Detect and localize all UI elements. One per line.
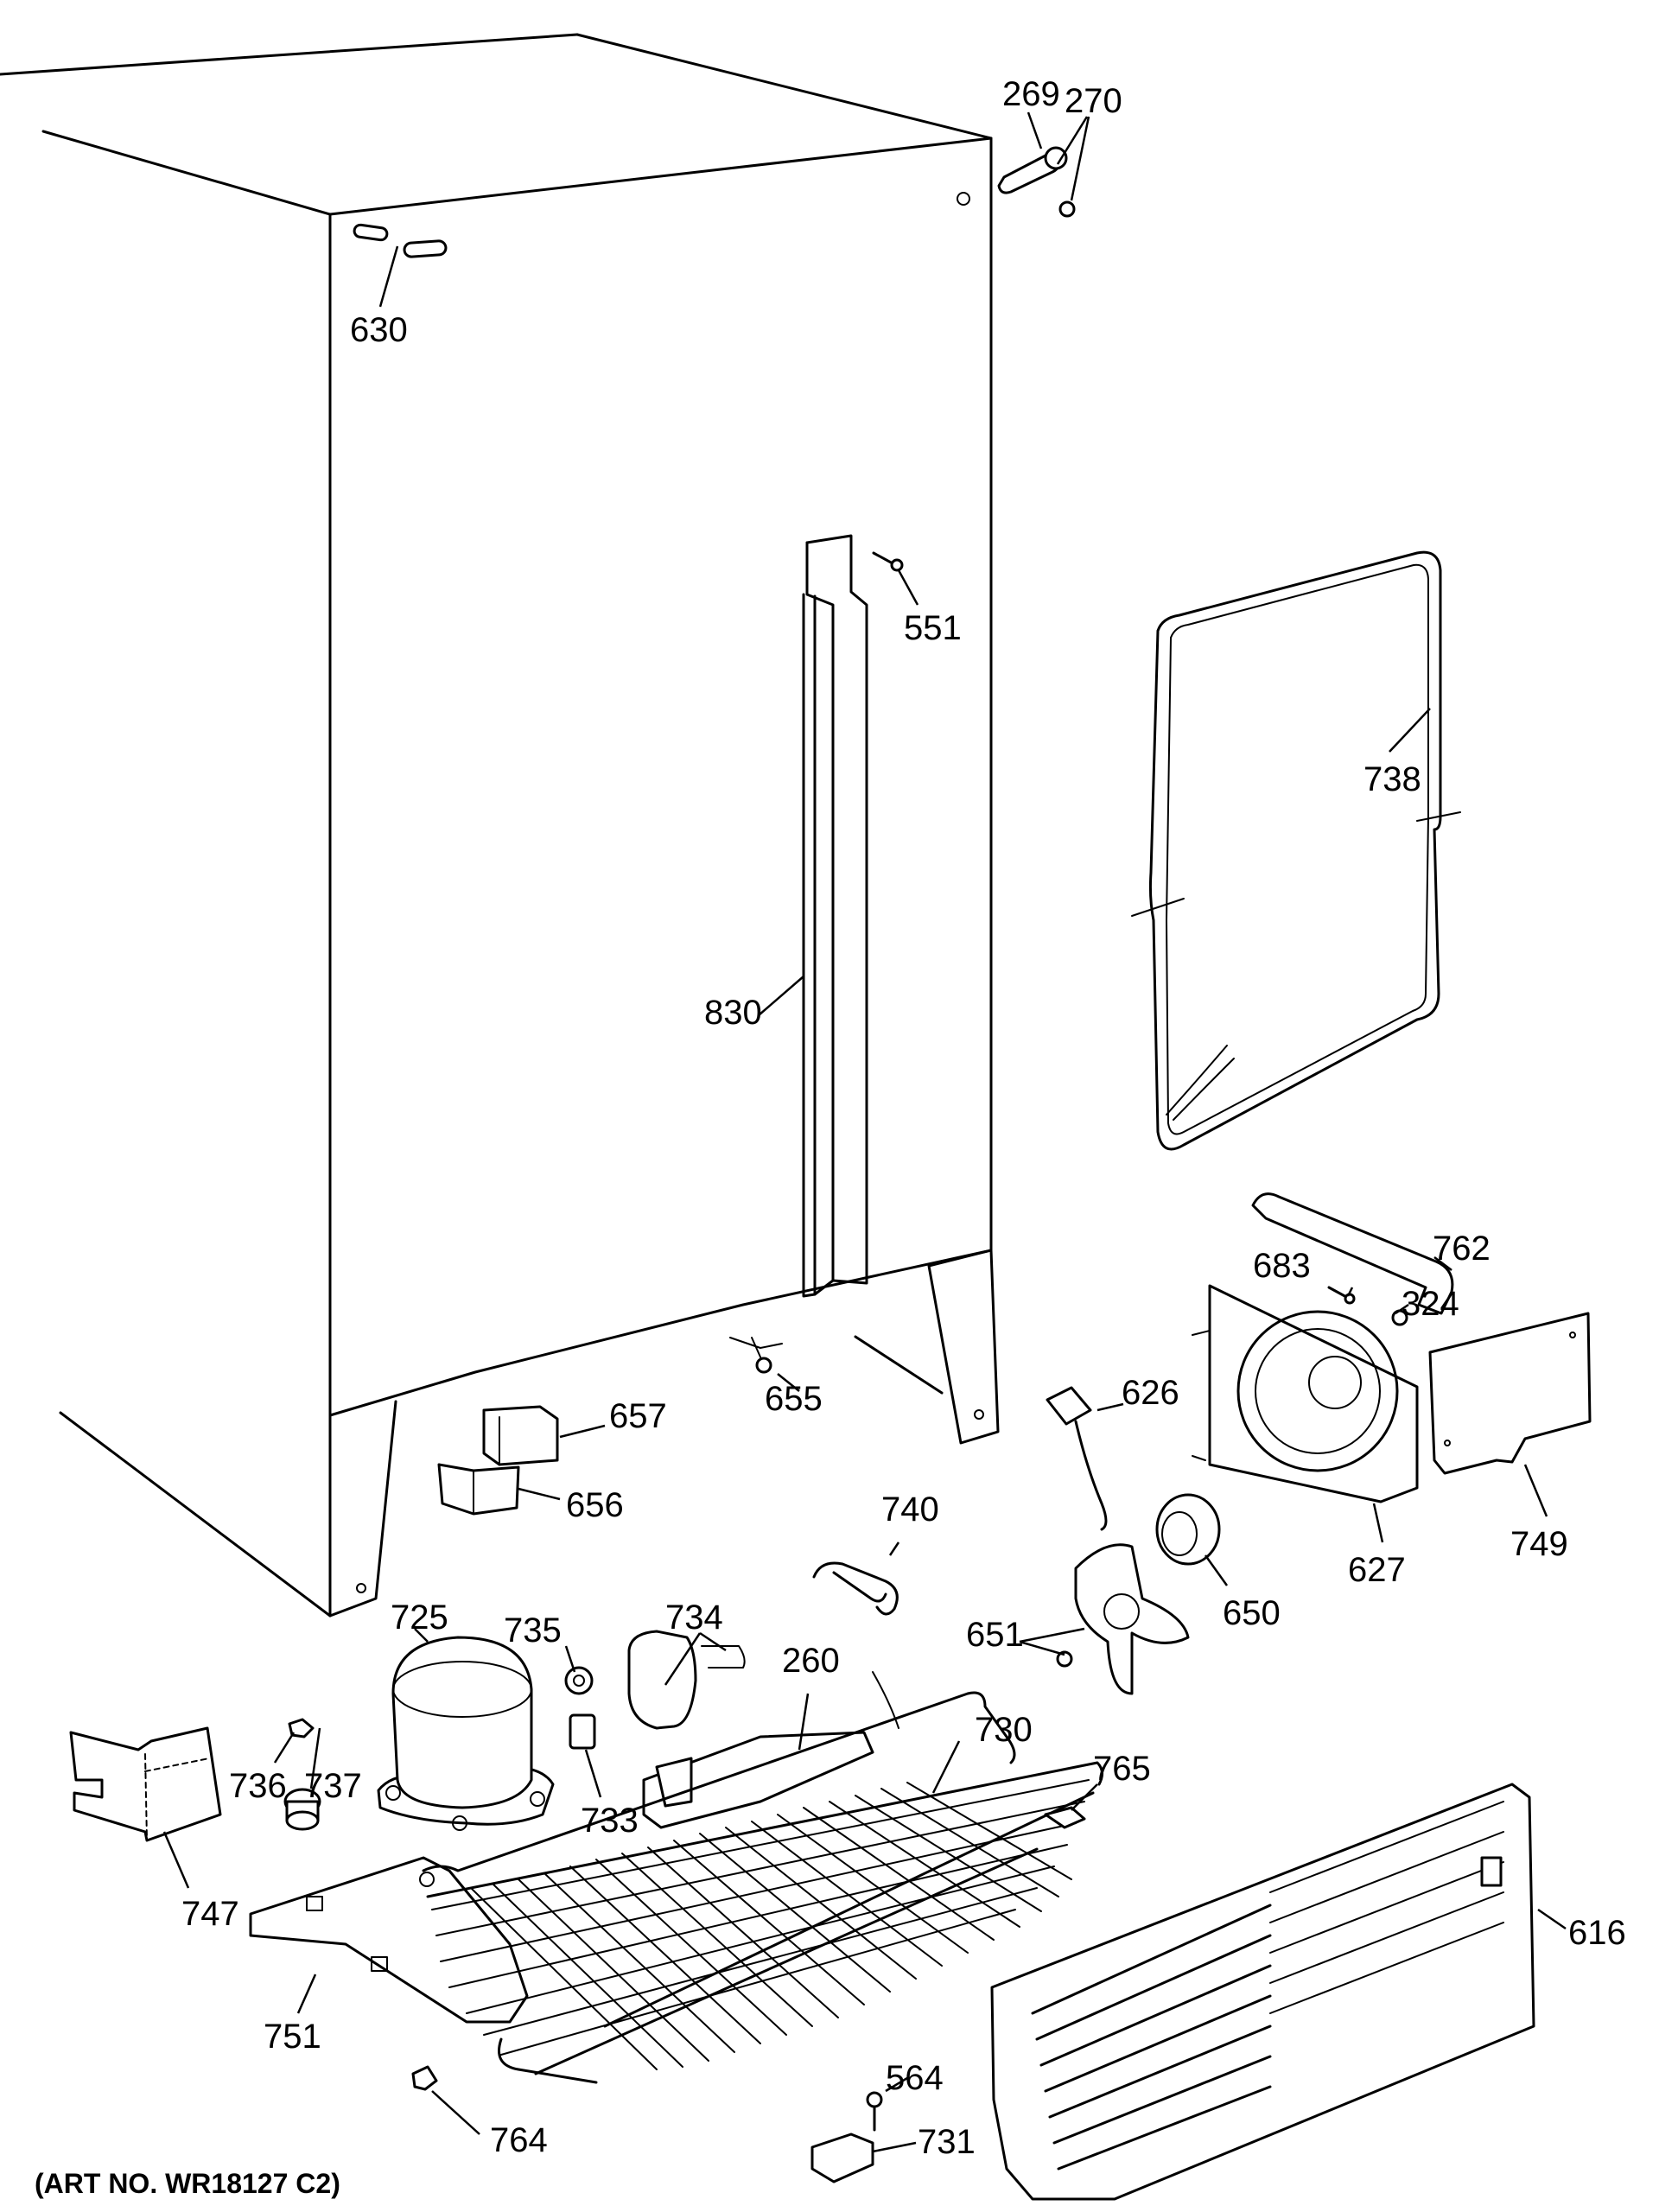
label-733: 733 bbox=[581, 1802, 639, 1840]
label-564: 564 bbox=[886, 2059, 944, 2097]
clip-764 bbox=[411, 2065, 438, 2091]
label-751: 751 bbox=[264, 2018, 321, 2056]
label-749: 749 bbox=[1510, 1525, 1568, 1563]
clip-736 bbox=[288, 1718, 315, 1738]
label-627: 627 bbox=[1348, 1551, 1406, 1589]
bracket-731 bbox=[810, 2133, 874, 2183]
gasket-738 bbox=[1131, 550, 1461, 1151]
drain-pan-260 bbox=[642, 1731, 874, 1829]
grille-616 bbox=[990, 1783, 1535, 2201]
clip-655 bbox=[729, 1337, 783, 1374]
clip-740 bbox=[812, 1561, 899, 1616]
label-324: 324 bbox=[1402, 1285, 1459, 1323]
screw-564 bbox=[866, 2091, 883, 2132]
label-765: 765 bbox=[1093, 1750, 1151, 1788]
base-plate-751 bbox=[249, 1856, 529, 2024]
label-764: 764 bbox=[490, 2121, 548, 2159]
label-270: 270 bbox=[1065, 82, 1122, 120]
hinge-pin-269 bbox=[997, 146, 1068, 194]
label-551: 551 bbox=[904, 609, 962, 647]
channel-strip-830 bbox=[802, 534, 868, 1298]
drain-slots-630 bbox=[353, 223, 448, 258]
duct-762 bbox=[1251, 1192, 1454, 1315]
part-labels: 269 270 630 551 738 830 762 683 324 655 … bbox=[35, 75, 1626, 2199]
leader-lines bbox=[162, 111, 1567, 2153]
label-747: 747 bbox=[181, 1895, 239, 1933]
label-737: 737 bbox=[304, 1767, 362, 1805]
fan-motor-650 bbox=[1155, 1493, 1221, 1566]
label-735: 735 bbox=[504, 1611, 562, 1649]
label-656: 656 bbox=[566, 1486, 624, 1524]
label-734: 734 bbox=[665, 1599, 723, 1637]
label-736: 736 bbox=[229, 1767, 287, 1805]
label-730: 730 bbox=[975, 1711, 1033, 1749]
label-657: 657 bbox=[609, 1397, 667, 1435]
relay-cover-734 bbox=[627, 1630, 746, 1730]
nut-270 bbox=[1058, 200, 1076, 218]
label-651: 651 bbox=[966, 1616, 1024, 1654]
label-738: 738 bbox=[1363, 760, 1421, 798]
label-683: 683 bbox=[1253, 1247, 1311, 1285]
label-725: 725 bbox=[391, 1599, 448, 1637]
clip-765 bbox=[1044, 1806, 1086, 1829]
label-626: 626 bbox=[1122, 1374, 1179, 1412]
fan-shroud-627 bbox=[1192, 1284, 1419, 1503]
cover-749 bbox=[1428, 1312, 1592, 1475]
art-number: (ART NO. WR18127 C2) bbox=[35, 2168, 340, 2199]
refrigerator-cabinet bbox=[0, 33, 1000, 1618]
bracket-657 bbox=[482, 1405, 559, 1466]
bracket-656 bbox=[437, 1463, 520, 1516]
nut-651 bbox=[1056, 1650, 1073, 1668]
label-740: 740 bbox=[881, 1491, 939, 1529]
grommet-737 bbox=[283, 1788, 321, 1831]
label-655: 655 bbox=[765, 1380, 823, 1418]
label-762: 762 bbox=[1433, 1230, 1491, 1268]
fan-blade-651 bbox=[1074, 1543, 1190, 1695]
power-cord-626 bbox=[1046, 1386, 1108, 1531]
label-731: 731 bbox=[918, 2123, 976, 2161]
label-269: 269 bbox=[1002, 75, 1060, 113]
label-830: 830 bbox=[704, 994, 762, 1032]
screw-551 bbox=[872, 551, 904, 572]
compressor-725 bbox=[377, 1636, 555, 1831]
label-630: 630 bbox=[350, 311, 408, 349]
label-650: 650 bbox=[1223, 1594, 1281, 1632]
overload-733 bbox=[569, 1713, 596, 1750]
label-260: 260 bbox=[782, 1642, 840, 1680]
condenser-coil-730 bbox=[422, 1671, 1103, 2084]
label-616: 616 bbox=[1568, 1914, 1626, 1952]
grommet-735 bbox=[564, 1666, 594, 1695]
shield-747 bbox=[69, 1726, 222, 1842]
